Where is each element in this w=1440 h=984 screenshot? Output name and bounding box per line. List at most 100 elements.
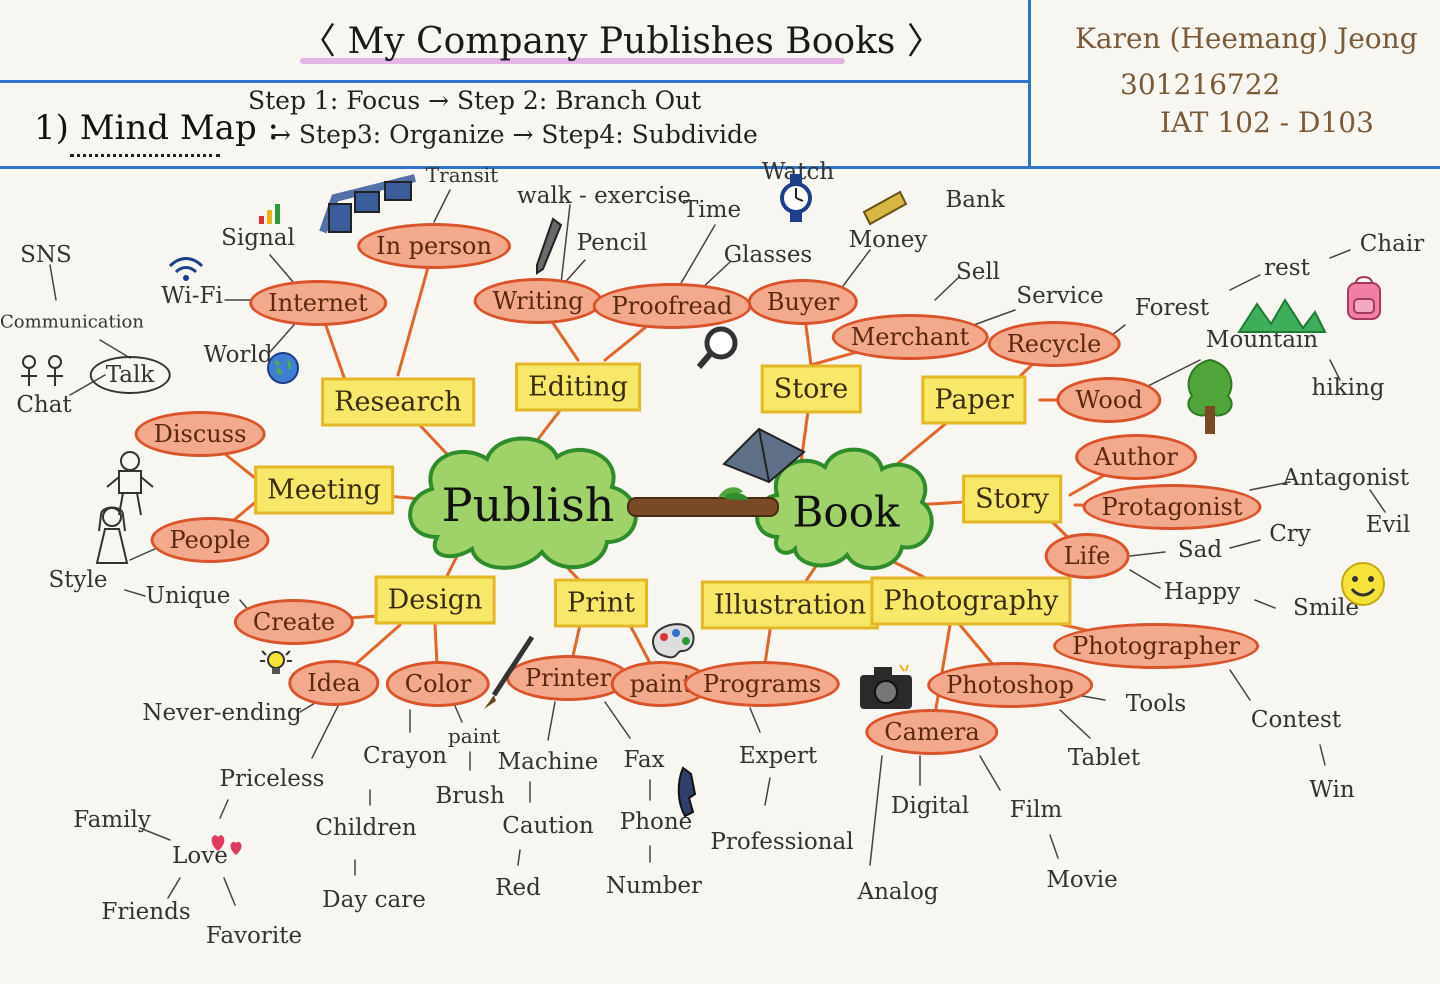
steps-line-1: Step 1: Focus → Step 2: Branch Out (248, 86, 702, 115)
oval-discuss: Discuss (134, 411, 266, 457)
hearts-icon (211, 835, 242, 855)
leaf-chat: Chat (16, 392, 72, 418)
subtopic-print: Print (554, 578, 648, 628)
subtopic-meeting: Meeting (254, 465, 394, 515)
wifi-icon (168, 257, 204, 281)
tree-icon (1187, 358, 1233, 434)
leaf-film: Film (1009, 797, 1063, 823)
leaf-style: Style (48, 567, 108, 593)
header-divider (1028, 0, 1031, 168)
leaf-happy: Happy (1163, 579, 1241, 605)
leaf-connector (223, 877, 236, 906)
leaf-sad: Sad (1177, 537, 1223, 563)
leaf-fax: Fax (623, 747, 665, 773)
oval-buyer: Buyer (747, 279, 859, 325)
oval-idea: Idea (288, 660, 380, 706)
leaf-wifi: Wi-Fi (161, 283, 223, 309)
leaf-connector (979, 755, 1001, 791)
leaf-connector (559, 204, 571, 293)
oval-merchant: Merchant (831, 314, 989, 360)
subtopic-paper: Paper (921, 375, 1027, 425)
leaf-world: World (203, 342, 273, 368)
oval-proofread: Proofread (592, 283, 752, 329)
oval-photographer: Photographer (1053, 623, 1259, 669)
page-title: 〈 My Company Publishes Books 〉 (300, 21, 943, 62)
leaf-connector (547, 701, 556, 741)
magnifier-icon (696, 326, 738, 369)
leaf-evil: Evil (1365, 512, 1411, 538)
leaf-connector (869, 755, 883, 866)
course-code: IAT 102 - D103 (1160, 106, 1374, 139)
leaf-connector (1059, 709, 1091, 739)
signal-bars-icon (259, 204, 280, 224)
chat-figures-icon (21, 355, 63, 386)
header-rule-top (0, 80, 1030, 83)
leaf-forest: Forest (1134, 295, 1210, 321)
subtopic-story: Story (962, 474, 1062, 524)
camera-icon (860, 664, 912, 709)
oval-photoshop: Photoshop (927, 662, 1093, 708)
leaf-professional: Professional (710, 829, 854, 855)
leaf-crayon: Crayon (363, 743, 447, 769)
leaf-contest: Contest (1250, 707, 1342, 733)
leaf-connector (219, 799, 229, 819)
leaf-connector (1049, 834, 1059, 859)
leaf-connector (1229, 274, 1261, 291)
oval-color: Color (385, 661, 491, 707)
book-sketch-icon (722, 427, 806, 484)
money-icon (862, 190, 908, 226)
oval-internet: Internet (249, 280, 387, 326)
oval-people: People (150, 517, 270, 563)
leaf-connector (1329, 249, 1351, 259)
leaf-paint: paint (447, 724, 501, 748)
lightbulb-icon (260, 650, 292, 674)
leaf-connector (1129, 551, 1166, 557)
subtopic-photography: Photography (870, 576, 1072, 626)
leaf-friends: Friends (101, 899, 191, 925)
leaf-connector (167, 877, 181, 899)
leaf-communication: Communication (0, 311, 144, 333)
book-center-label: Book (792, 487, 900, 537)
subtopic-editing: Editing (515, 362, 641, 412)
leaf-win: Win (1309, 777, 1355, 803)
leaf-unique: Unique (145, 583, 231, 609)
student-id: 301216722 (1120, 68, 1281, 101)
girl-figure-icon (95, 506, 129, 564)
leaf-pencil: Pencil (576, 230, 648, 256)
leaf-transit: Transit (425, 163, 499, 187)
leaf-connector (1329, 359, 1341, 381)
leaf-tools: Tools (1125, 691, 1187, 717)
leaf-connector (49, 264, 57, 301)
subtopic-illustration: Illustration (700, 580, 880, 630)
leaf-hiking: hiking (1311, 375, 1385, 401)
globe-icon (267, 352, 299, 384)
leaf-connector (1129, 569, 1161, 589)
leaf-connector (934, 277, 959, 301)
leaf-time: Time (682, 197, 742, 223)
leaf-connector (1229, 539, 1261, 549)
person-figure-icon (106, 451, 154, 516)
brush-icon (484, 635, 535, 709)
oval-in-person: In person (357, 223, 511, 269)
leaf-connector (1319, 744, 1326, 766)
leaf-connector (433, 189, 451, 223)
leaf-sns: SNS (20, 242, 72, 268)
leaf-day-care: Day care (322, 887, 426, 913)
oval-printer: Printer (505, 655, 631, 701)
publish-cloud (408, 436, 638, 570)
leaf-connector (1229, 669, 1251, 701)
leaf-connector (839, 249, 871, 291)
phone-icon (677, 766, 697, 818)
leaf-glasses: Glasses (723, 242, 813, 268)
leaf-walk-exercise: walk - exercise (517, 183, 691, 209)
steps-line-2: → Step3: Organize → Step4: Subdivide (270, 120, 758, 149)
header-rule-bottom (0, 166, 1440, 169)
leaf-connector (679, 224, 716, 286)
leaf-red: Red (495, 875, 541, 901)
backpack-icon (1347, 276, 1381, 320)
leaf-connector (749, 707, 761, 733)
mind-map-label: 1) Mind Map : (34, 108, 279, 148)
leaf-sell: Sell (955, 259, 1001, 285)
leaf-phone: Phone (619, 809, 693, 835)
